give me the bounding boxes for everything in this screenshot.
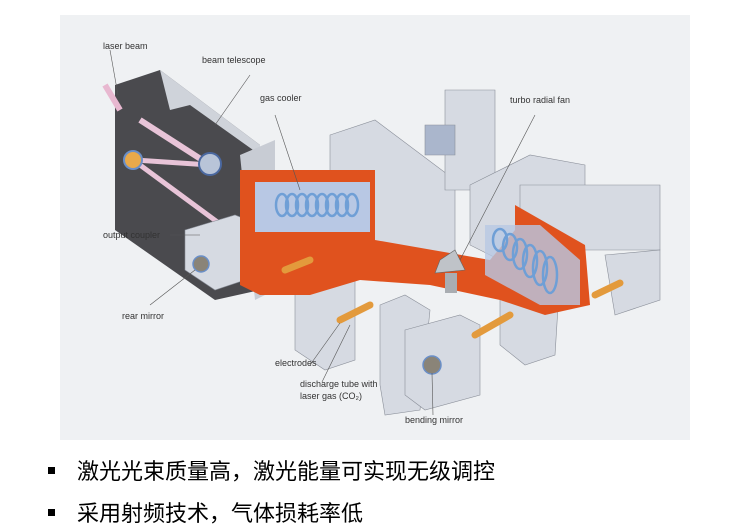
bullet-text: 激光光束质量高，激光能量可实现无级调控 (77, 460, 496, 485)
label-turbo-radial-fan: turbo radial fan (510, 95, 570, 105)
label-discharge-tube: discharge tube with (300, 379, 378, 389)
gas-cooler-coil (274, 192, 360, 218)
label-bending-mirror: bending mirror (405, 415, 463, 425)
label-beam-telescope: beam telescope (202, 55, 266, 65)
label-electrodes: electrodes (275, 358, 317, 368)
discharge-tubes (281, 256, 624, 339)
rear-mirror (192, 255, 210, 273)
bullet-square-icon (48, 466, 55, 474)
label-output-coupler: output coupler (103, 230, 160, 240)
laser-resonator-diagram: laser beam beam telescope gas cooler tur… (60, 15, 690, 440)
label-rear-mirror: rear mirror (122, 311, 164, 321)
label-gas-cooler: gas cooler (260, 93, 302, 103)
bullet-text: 采用射频技术，气体损耗率低 (77, 502, 364, 527)
label-laser-beam: laser beam (103, 41, 148, 51)
bending-mirror (422, 355, 442, 375)
bullet-item: 采用射频技术，气体损耗率低 (48, 496, 363, 528)
label-laser-gas: laser gas (CO₂) (300, 391, 362, 401)
turbo-radial-fan (434, 249, 466, 293)
second-cooler-coil (491, 227, 559, 295)
bullet-square-icon (48, 508, 55, 516)
leader-lines (109, 49, 536, 416)
bullet-item: 激光光束质量高，激光能量可实现无级调控 (48, 454, 495, 486)
diagram-labels: laser beam beam telescope gas cooler tur… (103, 41, 570, 425)
